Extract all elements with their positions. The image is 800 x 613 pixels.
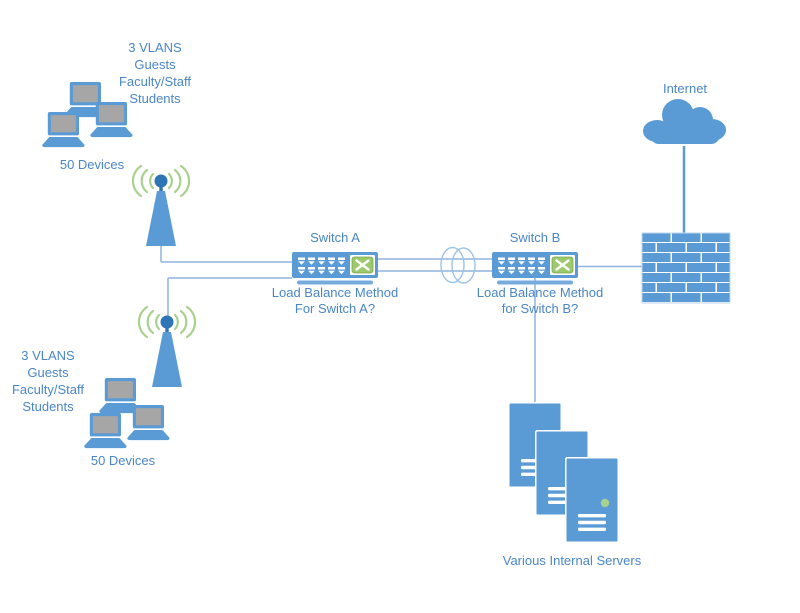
vlan-line: Faculty/Staff <box>118 74 191 89</box>
server-tower-icon <box>565 457 619 543</box>
question-line: Load Balance Method <box>476 285 604 300</box>
internet-cloud-icon <box>643 99 726 144</box>
wireless-antenna-icon <box>131 164 191 248</box>
vlan-line: 3 VLANS <box>21 348 75 363</box>
vlan-line: Guests <box>27 365 69 380</box>
laptop-icon <box>127 405 170 441</box>
vlan-line: 3 VLANS <box>128 40 182 55</box>
vlan-line: Students <box>129 91 181 106</box>
network-switch-icon <box>290 250 380 286</box>
top-device-count-label: 50 Devices <box>59 157 125 172</box>
question-line: for Switch B? <box>501 301 579 316</box>
question-line: For Switch A? <box>294 301 376 316</box>
vlan-line: Faculty/Staff <box>11 382 84 397</box>
switch-a-title: Switch A <box>310 230 360 245</box>
firewall-brick-wall-icon <box>641 232 731 304</box>
top-vlans-label: 3 VLANS Guests Faculty/Staff Students <box>95 39 215 107</box>
cable-coil-icon <box>440 246 476 284</box>
internet-label: Internet <box>662 81 708 96</box>
switch-a-question: Load Balance Method For Switch A? <box>255 285 415 317</box>
switch-b-title: Switch B <box>509 230 561 245</box>
servers-label: Various Internal Servers <box>502 553 642 568</box>
vlan-line: Students <box>22 399 74 414</box>
wireless-antenna-icon <box>137 305 197 389</box>
bottom-device-count-label: 50 Devices <box>90 453 156 468</box>
question-line: Load Balance Method <box>271 285 399 300</box>
laptop-icon <box>84 413 127 449</box>
laptop-icon <box>42 112 85 148</box>
vlan-line: Guests <box>134 57 176 72</box>
bottom-vlans-label: 3 VLANS Guests Faculty/Staff Students <box>0 347 104 415</box>
switch-b-question: Load Balance Method for Switch B? <box>460 285 620 317</box>
laptop-icon <box>90 102 133 138</box>
